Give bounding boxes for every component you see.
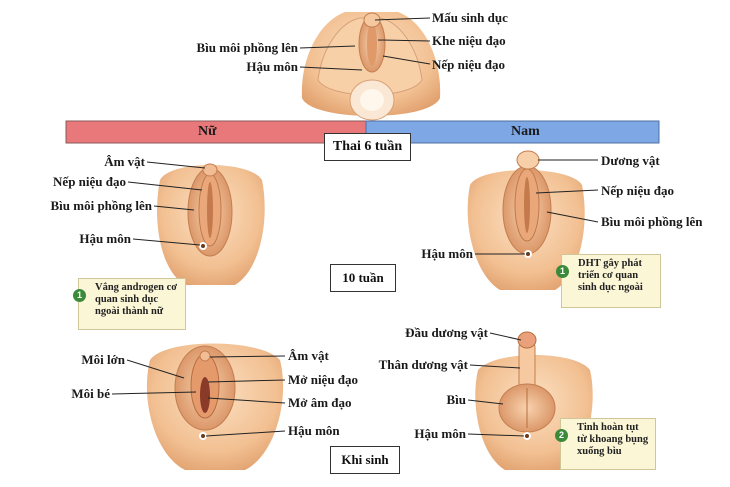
sex-band <box>65 120 660 144</box>
label-clitoris-birth: Âm vật <box>288 348 329 363</box>
illustration-male-10-weeks <box>467 150 585 290</box>
label-penis-shaft: Thân dương vật <box>378 357 468 372</box>
illustration-6-weeks <box>301 12 441 121</box>
label-anus-top: Hậu môn <box>246 59 298 74</box>
male-band <box>365 120 660 144</box>
label-genital-tubercle: Mấu sinh dục <box>432 10 508 25</box>
male-band-label: Nam <box>511 124 540 139</box>
label-glans-penis: Đầu dương vật <box>405 325 488 340</box>
label-urethral-fold-f10: Nếp niệu đạo <box>53 174 126 189</box>
label-scrotum: Bìu <box>446 392 466 407</box>
label-anus-mbirth: Hậu môn <box>414 426 466 441</box>
note-text: Tinh hoàn tụt từ khoang bụng xuống bìu <box>577 422 649 457</box>
label-urethral-groove: Khe niệu đạo <box>432 33 506 48</box>
female-band-label: Nữ <box>198 124 217 139</box>
stage-10-weeks: 10 tuần <box>330 264 396 292</box>
note-text: DHT gây phát triển cơ quan sinh dục ngoà… <box>578 258 643 293</box>
stage-birth: Khi sinh <box>330 446 400 474</box>
illustration-female-birth <box>146 343 284 470</box>
label-urethral-fold-m10: Nếp niệu đạo <box>601 183 674 198</box>
label-anus-m10: Hậu môn <box>421 246 473 261</box>
note-number-badge: 1 <box>73 289 86 302</box>
label-penis-10w: Dương vật <box>601 153 660 168</box>
note-dht: 1 DHT gây phát triển cơ quan sinh dục ng… <box>556 254 661 308</box>
label-urethral-opening: Mở niệu đạo <box>288 372 359 387</box>
label-anus-f10: Hậu môn <box>79 231 131 246</box>
label-labioscrotal-top: Bìu môi phồng lên <box>196 40 298 55</box>
label-anus-fbirth: Hậu môn <box>288 423 340 438</box>
note-number-badge: 2 <box>555 429 568 442</box>
note-number-badge: 1 <box>556 265 569 278</box>
note-androgen-absence: 1 Vắng androgen cơ quan sinh dục ngoài t… <box>73 278 186 330</box>
illustration-female-10-weeks <box>157 163 265 285</box>
label-labioscrotal-m10: Bìu môi phồng lên <box>601 214 703 229</box>
leader-lines <box>111 17 599 437</box>
label-labia-minora: Môi bé <box>71 386 110 401</box>
label-labia-majora: Môi lớn <box>81 352 125 367</box>
label-vaginal-opening: Mở âm đạo <box>288 395 352 410</box>
label-labioscrotal-f10: Bìu môi phồng lên <box>50 198 152 213</box>
label-urethral-fold-top: Nếp niệu đạo <box>432 57 505 72</box>
note-testes-descent: 2 Tinh hoàn tụt từ khoang bụng xuống bìu <box>555 418 656 470</box>
stage-6-weeks: Thai 6 tuần <box>324 133 411 161</box>
note-text: Vắng androgen cơ quan sinh dục ngoài thà… <box>95 282 178 317</box>
label-clitoris-10w: Âm vật <box>104 154 145 169</box>
